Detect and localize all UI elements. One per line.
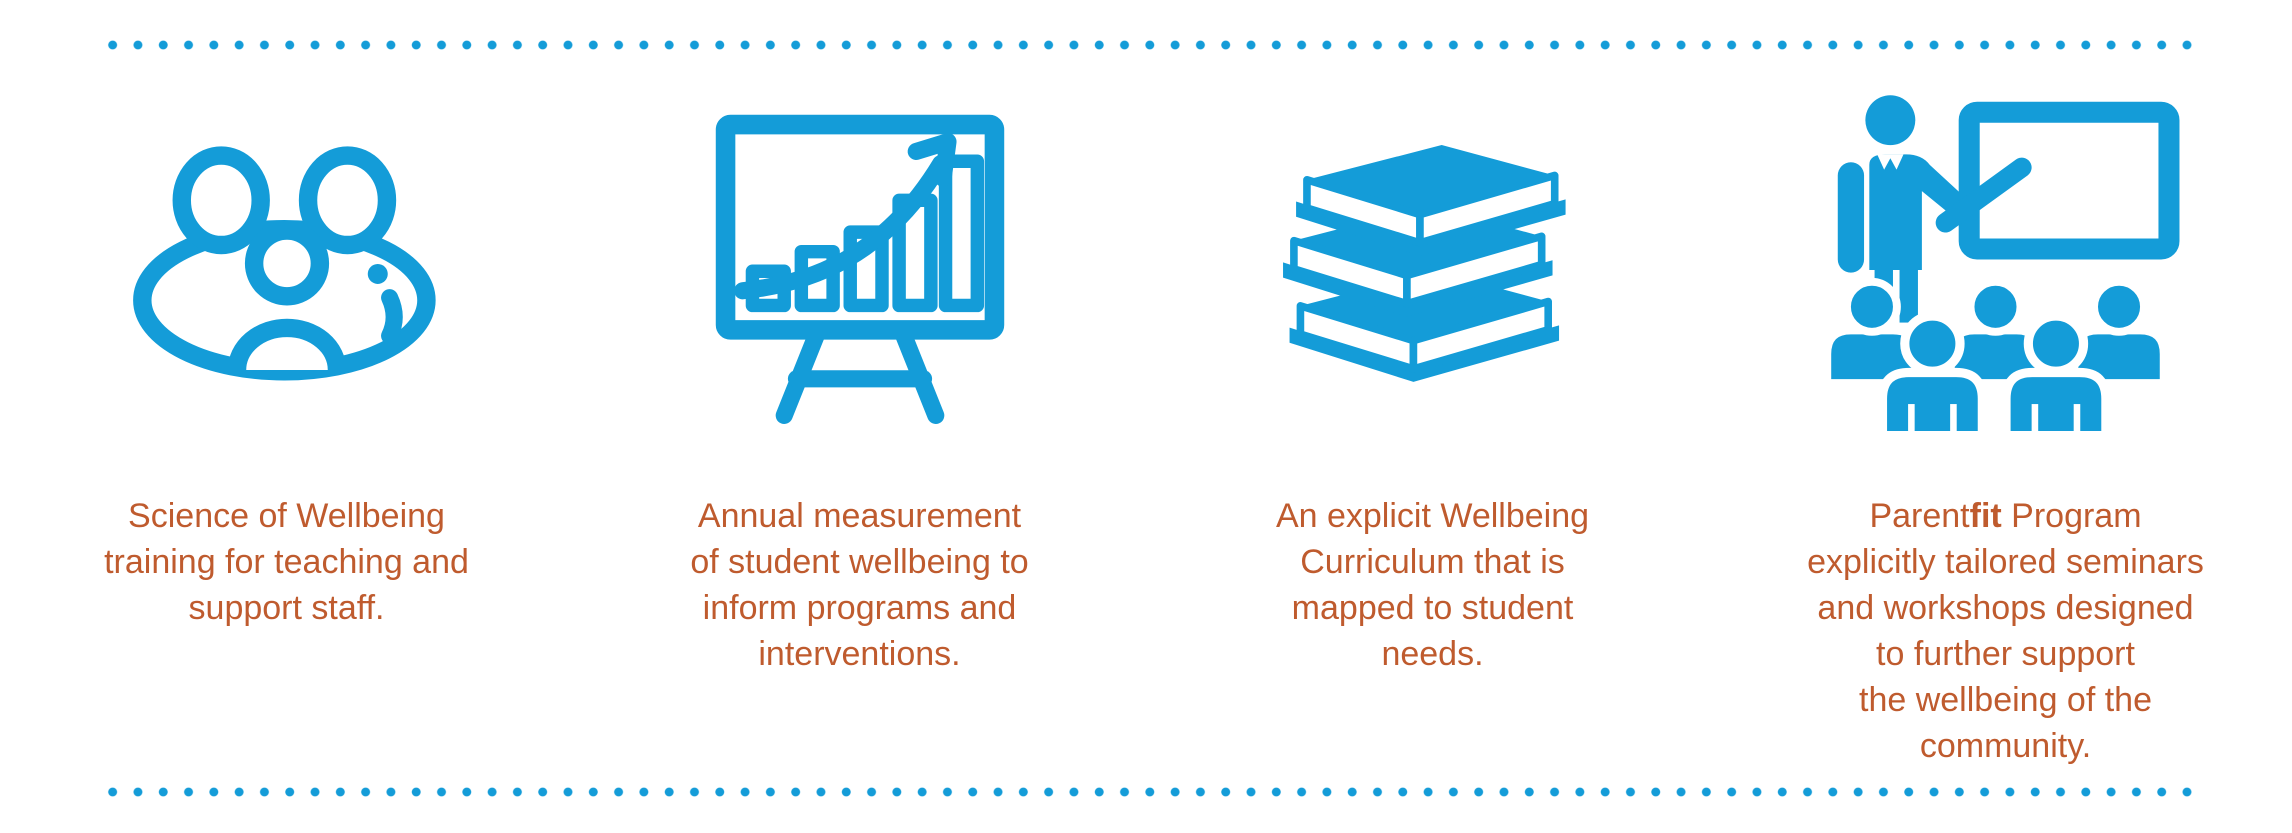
caption-text: Annual measurement of student wellbeing … bbox=[690, 497, 1029, 673]
feature-caption: Science of Wellbeing training for teachi… bbox=[104, 493, 469, 631]
dotted-divider-bottom bbox=[100, 787, 2192, 797]
feature-caption: Parentfit Program explicitly tailored se… bbox=[1807, 493, 2204, 769]
caption-text-bold: fit bbox=[1969, 497, 2002, 535]
caption-text-prefix: Parent bbox=[1869, 497, 1970, 535]
icon-box bbox=[701, 55, 1019, 485]
feature-parentfit-program: Parentfit Program explicitly tailored se… bbox=[1719, 55, 2292, 803]
feature-annual-measurement: Annual measurement of student wellbeing … bbox=[573, 55, 1146, 803]
icon-box bbox=[1270, 55, 1596, 485]
feature-wellbeing-curriculum: An explicit Wellbeing Curriculum that is… bbox=[1146, 55, 1719, 803]
books-stack-icon bbox=[1282, 145, 1566, 382]
feature-caption: Annual measurement of student wellbeing … bbox=[690, 493, 1028, 677]
growth-chart-easel-icon bbox=[715, 114, 1004, 424]
feature-columns: Science of Wellbeing training for teachi… bbox=[0, 55, 2292, 803]
feature-caption: An explicit Wellbeing Curriculum that is… bbox=[1276, 493, 1589, 677]
seminar-presentation-icon bbox=[1822, 95, 2179, 441]
caption-text: Science of Wellbeing training for teachi… bbox=[104, 497, 469, 627]
dotted-divider-top bbox=[100, 40, 2192, 50]
caption-text-rest: Program explicitly tailored seminars and… bbox=[1807, 497, 2204, 765]
caption-text: An explicit Wellbeing Curriculum that is… bbox=[1275, 497, 1590, 673]
family-group-icon bbox=[132, 146, 436, 381]
feature-staff-training: Science of Wellbeing training for teachi… bbox=[0, 55, 573, 803]
icon-box bbox=[1822, 55, 2190, 485]
icon-box bbox=[116, 55, 458, 485]
